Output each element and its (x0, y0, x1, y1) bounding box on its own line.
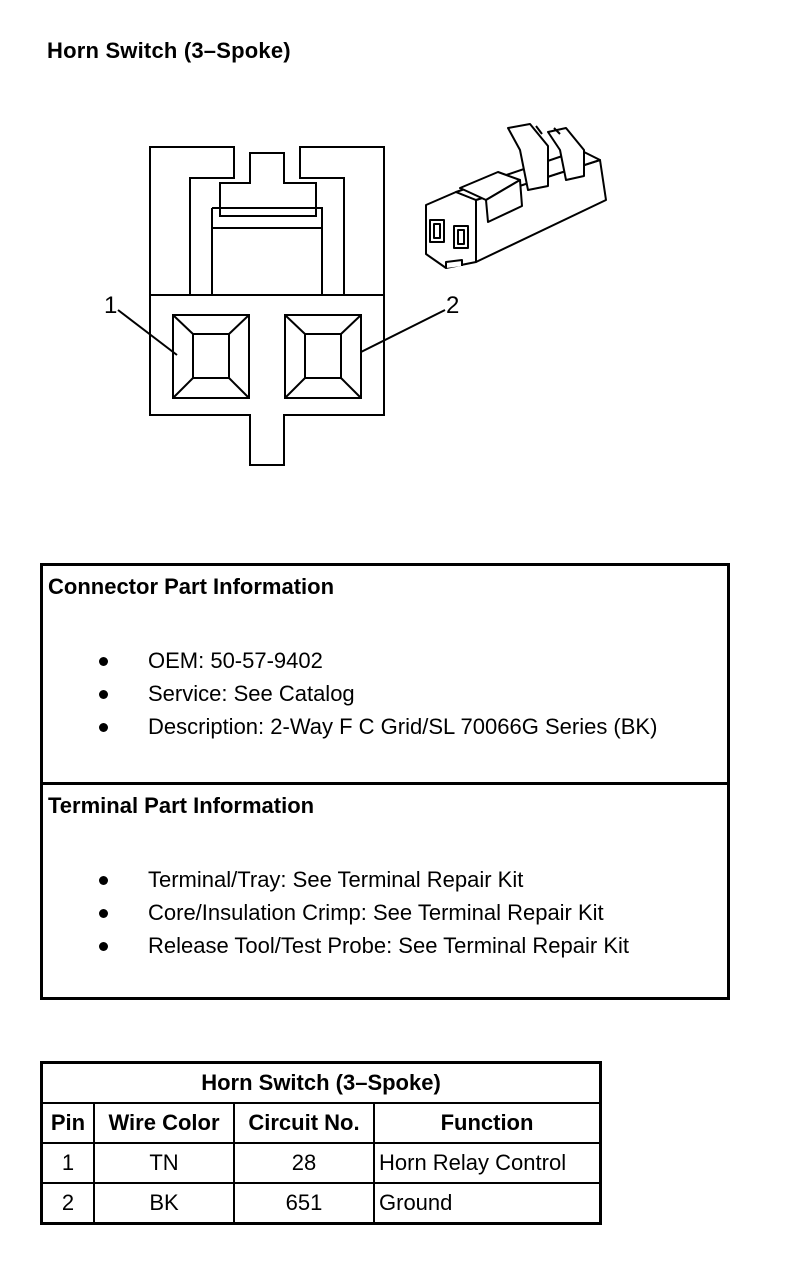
cell-circuit-no: 28 (233, 1142, 375, 1184)
header-pin: Pin (40, 1102, 95, 1144)
page-title: Horn Switch (3–Spoke) (47, 38, 291, 63)
bullet-icon (99, 690, 108, 699)
pin-1-label: 1 (104, 292, 118, 319)
table-header-row: Pin Wire Color Circuit No. Function (40, 1102, 602, 1144)
pin-table: Horn Switch (3–Spoke) Pin Wire Color Cir… (40, 1061, 602, 1225)
header-wire-color: Wire Color (93, 1102, 235, 1144)
bullet-icon (99, 723, 108, 732)
cavity-1 (172, 314, 250, 399)
connector-face-diagram (117, 123, 607, 466)
connector-3d-sketch (425, 123, 607, 269)
table-row: 1 TN 28 Horn Relay Control (40, 1142, 602, 1184)
table-caption: Horn Switch (3–Spoke) (40, 1061, 602, 1104)
cavity-2 (284, 314, 362, 399)
connector-info-heading: Connector Part Information (48, 574, 335, 599)
cell-wire-color: BK (93, 1182, 235, 1225)
part-information-box: Connector Part Information OEM: 50-57-94… (40, 563, 730, 1000)
bullet-icon (99, 657, 108, 666)
table-row: 2 BK 651 Ground (40, 1182, 602, 1225)
bullet-icon (99, 876, 108, 885)
pin-1-leader (117, 309, 178, 356)
cell-circuit-no: 651 (233, 1182, 375, 1225)
cell-pin: 1 (40, 1142, 95, 1184)
cell-function: Ground (373, 1182, 602, 1225)
pin-2-label: 2 (446, 292, 460, 319)
cell-wire-color: TN (93, 1142, 235, 1184)
terminal-info-heading: Terminal Part Information (48, 793, 315, 818)
bullet-icon (99, 909, 108, 918)
header-circuit-no: Circuit No. (233, 1102, 375, 1144)
latch-outline (219, 152, 317, 217)
table-caption-row: Horn Switch (3–Spoke) (40, 1061, 602, 1104)
header-function: Function (373, 1102, 602, 1144)
cell-pin: 2 (40, 1182, 95, 1225)
pin-2-leader (360, 309, 446, 353)
cell-function: Horn Relay Control (373, 1142, 602, 1184)
terminal-part-information: Terminal Part Information Terminal/Tray:… (48, 793, 629, 958)
housing-outline (149, 146, 385, 466)
bullet-icon (99, 942, 108, 951)
connector-part-information: Connector Part Information OEM: 50-57-94… (43, 566, 727, 785)
